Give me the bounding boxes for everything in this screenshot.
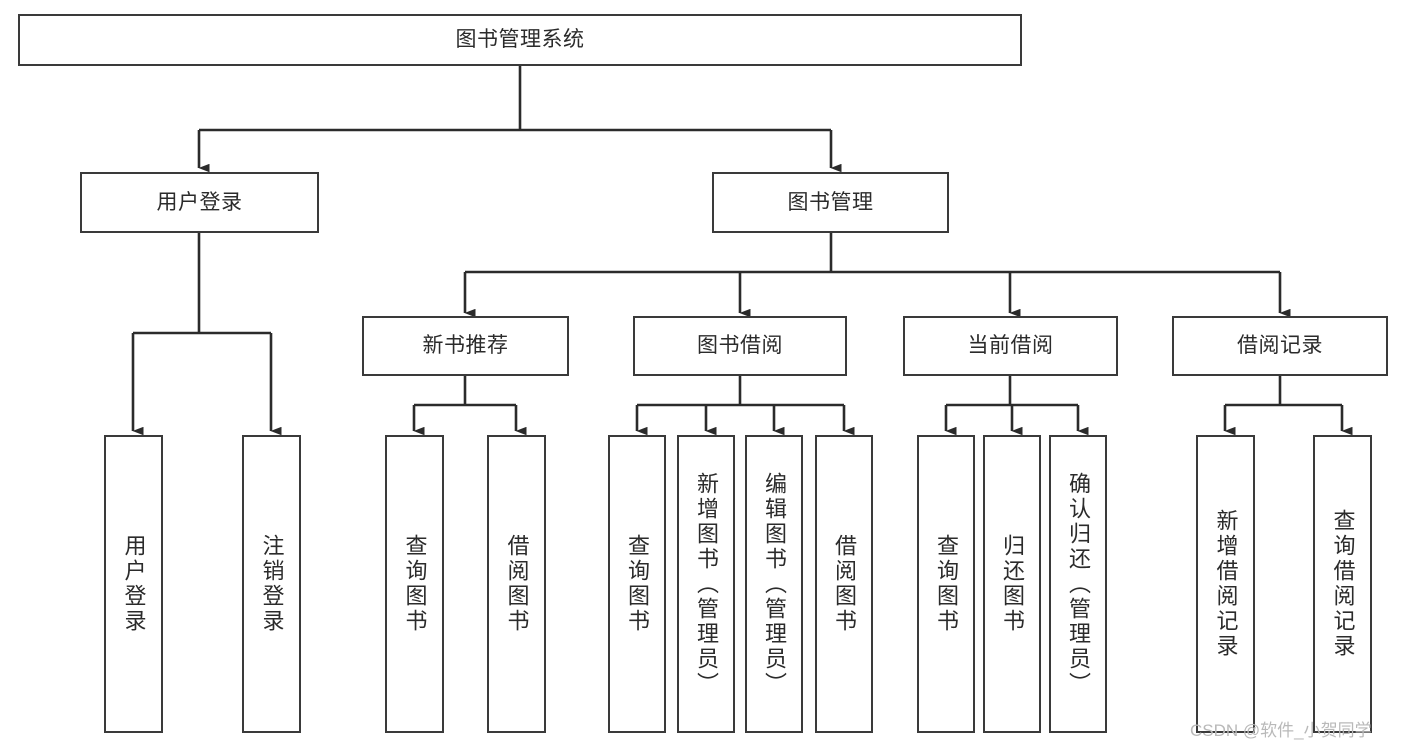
node-leaf-query-borrow-record[interactable]: 查询借阅记录 [1313,435,1372,733]
node-leaf-confirm-return-admin-label: 确认归还（管理员） [1066,471,1091,697]
node-book-borrow-label: 图书借阅 [697,334,783,358]
node-leaf-add-book-admin[interactable]: 新增图书（管理员） [677,435,735,733]
node-leaf-edit-book-admin[interactable]: 编辑图书（管理员） [745,435,803,733]
node-book-borrow[interactable]: 图书借阅 [633,316,847,376]
node-book-management[interactable]: 图书管理 [712,172,949,233]
node-leaf-user-login-label: 用户登录 [121,534,147,634]
node-root-label: 图书管理系统 [455,28,585,52]
node-leaf-edit-book-admin-label: 编辑图书（管理员） [762,471,787,697]
node-leaf-return-book-label: 归还图书 [1000,534,1025,634]
node-leaf-query-book-2-label: 查询图书 [625,534,650,634]
node-leaf-query-borrow-record-label: 查询借阅记录 [1330,509,1356,659]
node-leaf-query-book-1[interactable]: 查询图书 [385,435,444,733]
node-root-library-system[interactable]: 图书管理系统 [18,14,1022,66]
node-leaf-logout-label: 注销登录 [259,534,285,634]
node-leaf-add-borrow-record-label: 新增借阅记录 [1213,509,1239,659]
node-borrow-record[interactable]: 借阅记录 [1172,316,1388,376]
node-leaf-confirm-return-admin[interactable]: 确认归还（管理员） [1049,435,1107,733]
node-new-book-recommend-label: 新书推荐 [422,334,509,358]
node-leaf-borrow-book-1-label: 借阅图书 [504,534,530,634]
node-leaf-add-borrow-record[interactable]: 新增借阅记录 [1196,435,1255,733]
node-borrow-record-label: 借阅记录 [1237,334,1323,358]
node-current-borrow-label: 当前借阅 [967,334,1054,358]
node-leaf-query-book-2[interactable]: 查询图书 [608,435,666,733]
node-leaf-borrow-book-2[interactable]: 借阅图书 [815,435,873,733]
node-book-management-label: 图书管理 [787,190,874,214]
node-leaf-query-book-3[interactable]: 查询图书 [917,435,975,733]
node-leaf-query-book-3-label: 查询图书 [934,534,959,634]
node-current-borrow[interactable]: 当前借阅 [903,316,1118,376]
node-user-login[interactable]: 用户登录 [80,172,319,233]
node-user-login-label: 用户登录 [156,190,243,214]
node-leaf-query-book-1-label: 查询图书 [402,534,428,634]
node-leaf-borrow-book-2-label: 借阅图书 [832,534,857,634]
node-leaf-logout[interactable]: 注销登录 [242,435,301,733]
node-leaf-user-login[interactable]: 用户登录 [104,435,163,733]
node-leaf-add-book-admin-label: 新增图书（管理员） [694,471,719,697]
node-leaf-borrow-book-1[interactable]: 借阅图书 [487,435,546,733]
node-new-book-recommend[interactable]: 新书推荐 [362,316,569,376]
node-leaf-return-book[interactable]: 归还图书 [983,435,1041,733]
